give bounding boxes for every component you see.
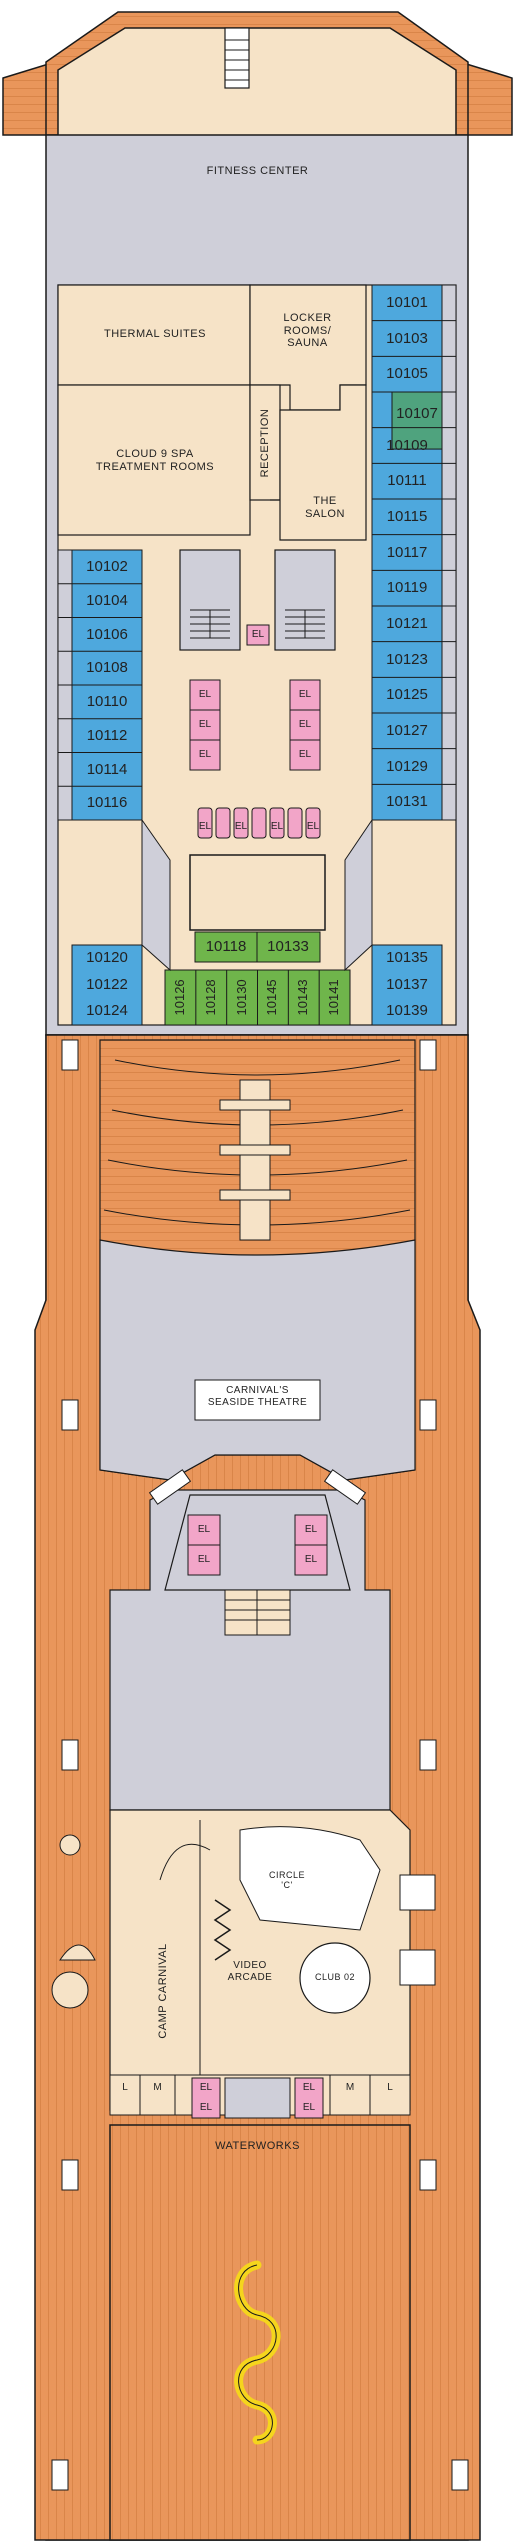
glass-elevator-2: EL xyxy=(234,821,248,832)
cabin-10108: 10108 xyxy=(86,659,128,677)
cabin-10130: 10130 xyxy=(233,979,249,1016)
cabin-10145: 10145 xyxy=(264,979,280,1016)
cabin-10139: 10139 xyxy=(386,1002,428,1020)
restroom-ladies-right: L xyxy=(387,2082,393,2093)
theatre-label-box xyxy=(194,1379,321,1421)
theatre-floor xyxy=(99,1239,416,1481)
cabin-10122: 10122 xyxy=(86,975,128,993)
elevator-mid-left-1: EL xyxy=(197,1524,211,1535)
bow-stairs xyxy=(224,27,250,89)
elevator-center: EL xyxy=(251,629,265,640)
cabin-10107: 10107 xyxy=(396,405,438,422)
atrium-box xyxy=(189,854,326,931)
cabin-10103: 10103 xyxy=(386,329,428,347)
elevator-bank-left xyxy=(189,679,221,771)
cabin-10112: 10112 xyxy=(86,726,128,744)
cabin-10104: 10104 xyxy=(86,591,128,609)
spa-room xyxy=(57,384,251,536)
right-cabins-lower xyxy=(371,944,443,1026)
camp-carnival-label: CAMP CARNIVAL xyxy=(157,1943,169,2039)
thermal-suites-room xyxy=(57,284,251,386)
elevator-right-2: EL xyxy=(298,719,312,730)
elevator-mid-right-1: EL xyxy=(304,1524,318,1535)
glass-elevator-1: EL xyxy=(198,821,212,832)
elevator-right-1: EL xyxy=(298,689,312,700)
theatre-stairs xyxy=(51,1039,469,2491)
cabin-10118: 10118 xyxy=(205,938,247,955)
cabin-10116: 10116 xyxy=(86,794,128,812)
cabin-10117: 10117 xyxy=(386,543,428,561)
cabin-10129: 10129 xyxy=(386,757,428,775)
elevator-left-1: EL xyxy=(198,689,212,700)
cabin-10121: 10121 xyxy=(386,615,428,632)
waterworks-area xyxy=(109,2124,411,2541)
elevator-right-3: EL xyxy=(298,749,312,760)
cabin-10106: 10106 xyxy=(86,625,128,643)
cabin-10111: 10111 xyxy=(387,472,427,490)
cabin-10114: 10114 xyxy=(86,760,128,778)
elevator-bank-right xyxy=(289,679,321,771)
cabin-10120: 10120 xyxy=(86,949,128,966)
left-cabins-lower xyxy=(71,944,143,1026)
open-deck xyxy=(34,1034,481,2541)
cabin-10124: 10124 xyxy=(86,1002,128,1020)
cabin-10143: 10143 xyxy=(295,979,311,1016)
cabin-10115: 10115 xyxy=(386,508,428,525)
cabin-10125: 10125 xyxy=(386,686,428,704)
elevator-mid-right-2: EL xyxy=(304,1554,318,1565)
restroom-ladies-left: L xyxy=(122,2082,128,2093)
restroom-mens-right: M xyxy=(345,2082,355,2093)
cabin-10123: 10123 xyxy=(386,650,428,668)
cabin-10102: 10102 xyxy=(86,558,128,575)
kids-play-area xyxy=(51,1834,96,2009)
elevator-left-2: EL xyxy=(198,719,212,730)
right-cabins-upper xyxy=(371,284,457,821)
elevator-aft-left-2: EL xyxy=(199,2102,213,2113)
cabin-10119: 10119 xyxy=(386,579,428,597)
cabin-10109: 10109 xyxy=(386,436,428,454)
elevator-aft-right-2: EL xyxy=(302,2102,316,2113)
elevator-mid-left-2: EL xyxy=(197,1554,211,1565)
cabin-10107-suite xyxy=(391,391,443,450)
cabin-10126: 10126 xyxy=(171,979,187,1016)
elevator-left-3: EL xyxy=(198,749,212,760)
glass-elevator-3: EL xyxy=(270,821,284,832)
glass-elevator-4: EL xyxy=(306,821,320,832)
center-elevator xyxy=(246,624,270,646)
cabin-10135: 10135 xyxy=(386,949,428,966)
cabin-10141: 10141 xyxy=(326,979,342,1016)
cabin-10110: 10110 xyxy=(86,693,128,710)
cabin-10101: 10101 xyxy=(386,294,428,311)
cabin-10133: 10133 xyxy=(267,938,309,955)
salon-room xyxy=(279,384,367,541)
glass-elevators xyxy=(197,807,321,839)
cabin-10137: 10137 xyxy=(386,975,428,993)
cabin-10128: 10128 xyxy=(202,979,218,1016)
forward-section xyxy=(2,11,513,1036)
cabin-10105: 10105 xyxy=(386,365,428,383)
cabin-10127: 10127 xyxy=(386,722,428,739)
restroom-mens-left: M xyxy=(153,2082,162,2093)
elevator-aft-left-1: EL xyxy=(199,2082,213,2093)
club02-circle xyxy=(299,1942,371,2014)
elevator-aft-right-1: EL xyxy=(302,2082,316,2093)
cabin-10131: 10131 xyxy=(386,793,428,811)
reception-label: RECEPTION xyxy=(259,408,271,478)
